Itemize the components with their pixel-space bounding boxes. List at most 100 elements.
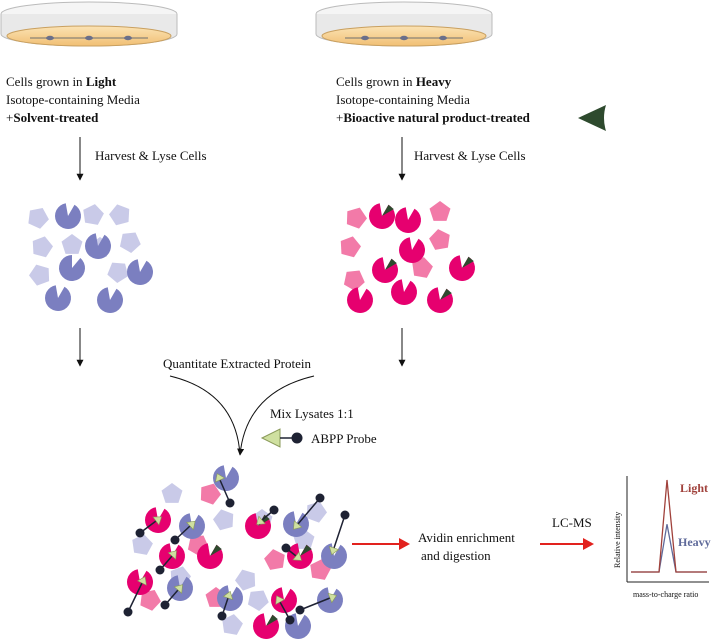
petri-dish-heavy (315, 1, 493, 47)
natural-product-bound (382, 204, 394, 216)
probe-biotin (281, 543, 291, 553)
right-line3: +Bioactive natural product-treated (336, 110, 531, 125)
probe-biotin (295, 605, 305, 615)
pentagon-protein-light (83, 204, 104, 225)
harvest-left-label: Harvest & Lyse Cells (95, 148, 207, 163)
probe-biotin (135, 528, 145, 538)
natural-product-icon (578, 105, 606, 131)
probe-biotin (340, 510, 350, 520)
globular-protein-light (54, 203, 81, 230)
probe-linker (333, 514, 346, 549)
harvest-right-label: Harvest & Lyse Cells (414, 148, 526, 163)
pentagon-protein-light (61, 234, 83, 254)
probe-biotin (269, 505, 279, 515)
pentagon-protein-light (28, 208, 49, 229)
pentagon-protein-heavy (429, 229, 450, 250)
probe-warhead (292, 551, 302, 561)
natural-product-bound (210, 544, 222, 556)
probe-warhead (215, 473, 226, 483)
pentagon-protein-heavy (429, 201, 451, 221)
natural-product-bound (385, 258, 397, 270)
avidin-line2: and digestion (421, 548, 491, 563)
light-peak-label: Light (680, 481, 708, 495)
globular-protein-light (127, 259, 154, 285)
natural-product-bound (462, 256, 474, 268)
pentagon-protein-light (32, 236, 53, 258)
pentagon-protein-mixed (235, 569, 256, 591)
quantitate-label: Quantitate Extracted Protein (163, 356, 312, 371)
globular-protein-mixed (320, 543, 347, 569)
probe-biotin (155, 565, 165, 575)
probe-warhead (256, 515, 266, 525)
probe-linker (299, 597, 331, 611)
mixed-lysate (123, 465, 350, 640)
probe-warhead (293, 520, 303, 530)
red-arrow-2-head (583, 538, 594, 550)
pentagon-protein-light (109, 204, 130, 226)
probe-warhead (222, 590, 234, 601)
left-line1: Cells grown in Light (6, 74, 117, 89)
probe-warhead (167, 550, 177, 560)
probe-biotin (170, 535, 180, 545)
right-line2: Isotope-containing Media (336, 92, 470, 107)
probe-label: ABPP Probe (311, 431, 377, 446)
abpp-probe-icon (260, 428, 303, 448)
probe-warhead (173, 584, 183, 594)
natural-product-bound (440, 288, 452, 300)
probe-warhead (275, 595, 285, 605)
red-arrow-1-head (399, 538, 410, 550)
light-peak (631, 479, 707, 573)
pentagon-protein-light (119, 232, 141, 253)
left-line3: +Solvent-treated (6, 110, 99, 125)
pentagon-protein-heavy (412, 257, 433, 278)
avidin-line1: Avidin enrichment (418, 530, 515, 545)
probe-warhead (327, 593, 337, 604)
pentagon-protein-mixed (264, 549, 285, 570)
pentagon-protein-mixed (140, 590, 161, 611)
pentagon-protein-light (107, 262, 129, 283)
heavy-peak-label: Heavy (678, 535, 711, 549)
pentagon-protein-mixed (161, 483, 183, 503)
spectrum-ylabel: Relative intensity (613, 512, 622, 568)
mix-label: Mix Lysates 1:1 (270, 406, 354, 421)
globular-protein-light (84, 233, 111, 260)
natural-product-bound (300, 544, 312, 556)
converge-curve-left (169, 375, 241, 456)
probe-warhead (186, 520, 196, 531)
globular-protein-heavy (399, 237, 426, 263)
globular-protein-mixed (316, 587, 343, 614)
globular-protein-light (97, 287, 124, 314)
pentagon-protein-mixed (132, 534, 153, 555)
pentagon-protein-mixed (213, 509, 234, 531)
mass-spectrum: Light Heavy Relative intensity mass-to-c… (613, 476, 711, 599)
pentagon-protein-light (29, 264, 50, 286)
globular-protein-light (58, 254, 85, 281)
heavy-lysate (340, 201, 476, 313)
pentagon-protein-heavy (343, 270, 365, 291)
probe-linker (127, 582, 143, 613)
lcms-label: LC-MS (552, 515, 592, 530)
pentagon-protein-mixed (247, 590, 269, 611)
probe-biotin (123, 607, 133, 617)
globular-protein-heavy (395, 207, 421, 233)
converge-curve-right (237, 375, 315, 456)
pentagon-protein-heavy (346, 207, 367, 229)
pentagon-protein-heavy (340, 236, 361, 258)
globular-protein-heavy (391, 279, 418, 305)
probe-biotin (217, 611, 227, 621)
left-line2: Isotope-containing Media (6, 92, 140, 107)
natural-product-bound (266, 614, 278, 626)
probe-biotin (285, 615, 295, 625)
globular-protein-light (45, 285, 72, 311)
probe-warhead (152, 516, 163, 526)
pentagon-protein-mixed (222, 614, 243, 635)
probe-biotin (315, 493, 325, 503)
right-line1: Cells grown in Heavy (336, 74, 452, 89)
spectrum-xlabel: mass-to-charge ratio (633, 590, 698, 599)
light-lysate (28, 203, 154, 314)
probe-warhead (328, 545, 340, 556)
probe-biotin (225, 498, 235, 508)
probe-warhead (136, 576, 147, 586)
petri-dish-light (0, 1, 178, 47)
